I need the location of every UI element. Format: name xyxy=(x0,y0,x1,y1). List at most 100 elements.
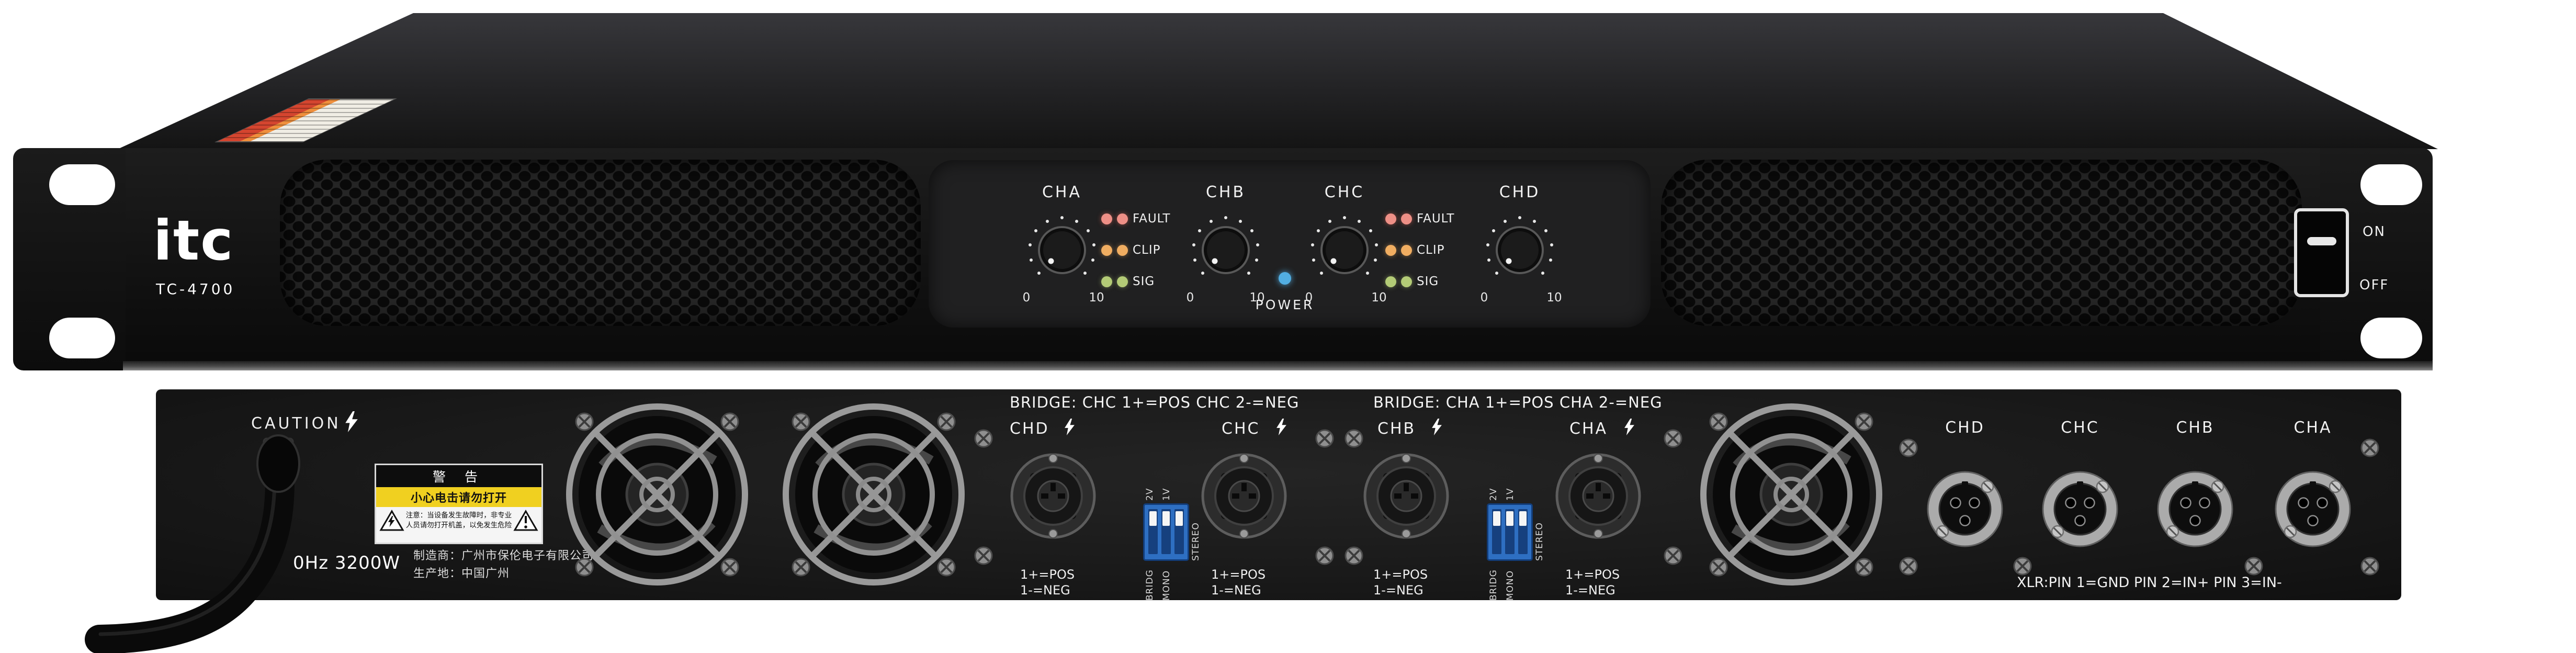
dip-label-2v: 2V xyxy=(1145,488,1155,501)
xlr-label-chb: CHB xyxy=(2176,419,2215,437)
gain-knob-chb[interactable] xyxy=(1187,211,1265,289)
dip-switch[interactable] xyxy=(1148,509,1158,554)
grille-right xyxy=(1661,160,2302,326)
knob-scale-max: 10 xyxy=(1249,291,1265,305)
rocker-mark xyxy=(2307,237,2336,245)
polarity-neg-label: 1-=NEG xyxy=(1373,583,1423,598)
clip-label: CLIP xyxy=(1133,243,1161,257)
bolt-icon xyxy=(1276,419,1286,435)
xlr-label-chd: CHD xyxy=(1945,419,1985,437)
speakon-connector-chd xyxy=(1009,452,1098,541)
fault-led xyxy=(1101,213,1112,224)
screw-icon xyxy=(2244,557,2263,576)
dip-label-mono: MONO xyxy=(1505,570,1516,601)
bridge-label-right: BRIDGE: CHA 1+=POS CHA 2-=NEG xyxy=(1373,393,1663,411)
chassis-bottom-edge xyxy=(123,361,2433,370)
screw-icon xyxy=(1315,429,1334,448)
caution-label: CAUTION xyxy=(251,414,341,433)
clip-led xyxy=(1385,244,1396,256)
dip-switch[interactable] xyxy=(1505,509,1515,554)
screw-icon xyxy=(2013,557,2032,576)
bolt-icon xyxy=(1065,419,1075,435)
dip-switch[interactable] xyxy=(1492,509,1501,554)
screw-icon xyxy=(1664,429,1682,448)
screw-icon xyxy=(1345,546,1363,565)
channel-label-chc: CHC xyxy=(1324,183,1365,201)
polarity-pos-label: 1+=POS xyxy=(1565,567,1620,582)
warning-title: 警 告 xyxy=(376,465,541,487)
signal-led xyxy=(1401,276,1412,287)
dip-switch[interactable] xyxy=(1161,509,1171,554)
xlr-connector-chc xyxy=(2042,471,2118,547)
cooling-fan-1 xyxy=(560,398,754,591)
rack-ear-left xyxy=(13,148,126,370)
knob-scale-min: 0 xyxy=(1305,291,1313,305)
polarity-neg-label: 1-=NEG xyxy=(1565,583,1615,598)
dip-label-bridg: BRIDG xyxy=(1488,569,1499,601)
screw-icon xyxy=(1899,557,1918,576)
rack-hole xyxy=(2360,164,2422,205)
rack-hole xyxy=(2360,318,2422,358)
warning-subtitle: 小心电击请勿打开 xyxy=(376,487,541,507)
warning-triangle-bolt-icon xyxy=(379,510,404,531)
power-switch[interactable] xyxy=(2294,208,2349,297)
fault-led xyxy=(1401,213,1412,224)
grille-left xyxy=(280,160,921,326)
bridge-label-left: BRIDGE: CHC 1+=POS CHC 2-=NEG xyxy=(1010,393,1300,411)
warning-triangle-exclaim-icon xyxy=(513,510,538,531)
fault-label: FAULT xyxy=(1133,212,1171,226)
power-label: POWER xyxy=(1255,297,1315,312)
led-group-right: FAULT CLIP SIG xyxy=(1385,212,1454,288)
dip-switch-block-2[interactable] xyxy=(1487,503,1533,561)
knob-scale-min: 0 xyxy=(1022,291,1031,305)
polarity-pos-label: 1+=POS xyxy=(1211,567,1266,582)
fault-led xyxy=(1385,213,1396,224)
screw-icon xyxy=(974,546,993,565)
cooling-fan-3 xyxy=(1694,398,1888,591)
screw-icon xyxy=(1315,546,1334,565)
speakon-connector-chb xyxy=(1362,452,1451,541)
bolt-icon xyxy=(1432,419,1442,435)
switch-on-label: ON xyxy=(2363,224,2386,240)
gain-knob-cha[interactable] xyxy=(1023,211,1101,289)
led-row-fault: FAULT xyxy=(1101,212,1171,226)
fault-led xyxy=(1117,213,1128,224)
knob-scale-min: 0 xyxy=(1480,291,1488,305)
knob-scale-max: 10 xyxy=(1089,291,1104,305)
dip-label-1v: 1V xyxy=(1161,488,1172,501)
screw-icon xyxy=(974,429,993,448)
polarity-pos-label: 1+=POS xyxy=(1373,567,1428,582)
knob-scale-max: 10 xyxy=(1546,291,1562,305)
dip-label-stereo: STEREO xyxy=(1191,522,1201,561)
gain-knob-chc[interactable] xyxy=(1305,211,1384,289)
speakon-connector-cha xyxy=(1554,452,1643,541)
warning-label: 警 告 小心电击请勿打开 注意：当设备发生故障时，非专业 人员请勿打开机盖，以免… xyxy=(375,464,543,544)
dip-label-bridg: BRIDG xyxy=(1145,569,1155,601)
speakon-label-chb: CHB xyxy=(1377,420,1416,438)
channel-label-cha: CHA xyxy=(1042,183,1082,201)
led-group-left: FAULT CLIP SIG xyxy=(1101,212,1170,288)
dip-switch-block-1[interactable] xyxy=(1143,503,1189,561)
clip-label: CLIP xyxy=(1417,243,1445,257)
rack-hole xyxy=(49,164,115,205)
polarity-pos-label: 1+=POS xyxy=(1020,567,1075,582)
signal-led xyxy=(1385,276,1396,287)
clip-led xyxy=(1401,244,1412,256)
clip-led xyxy=(1117,244,1128,256)
power-rating-label: 0Hz 3200W xyxy=(293,553,400,573)
signal-label: SIG xyxy=(1417,275,1439,288)
bolt-icon xyxy=(1624,419,1634,435)
led-row-fault: FAULT xyxy=(1385,212,1454,226)
clip-led xyxy=(1101,244,1112,256)
signal-led xyxy=(1117,276,1128,287)
chassis-top xyxy=(118,13,2438,149)
dip-label-stereo: STEREO xyxy=(1534,522,1545,561)
screw-icon xyxy=(1345,429,1363,448)
model-label: TC-4700 xyxy=(156,280,235,298)
dip-switch[interactable] xyxy=(1518,509,1528,554)
channel-label-chd: CHD xyxy=(1499,183,1541,201)
gain-knob-chd[interactable] xyxy=(1481,211,1559,289)
dip-switch[interactable] xyxy=(1174,509,1184,554)
cooling-fan-2 xyxy=(777,398,970,591)
